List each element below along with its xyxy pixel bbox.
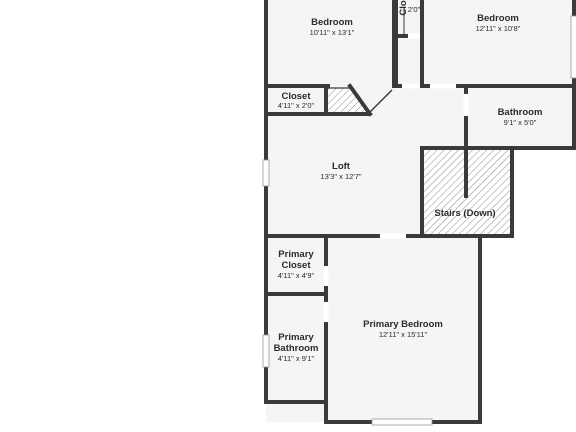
windows xyxy=(262,15,576,426)
door-openings xyxy=(323,33,469,322)
primary-suite-floor xyxy=(266,236,480,422)
loft-name: Loft xyxy=(332,161,351,172)
bedroom-right-floor xyxy=(422,0,576,86)
door-swing xyxy=(369,89,393,113)
closet-top-name: Clo xyxy=(398,0,409,16)
bedroom-left-dims: 10'11" x 13'1" xyxy=(310,28,355,37)
bathroom-floor xyxy=(466,88,576,148)
primary-bathroom-name-2: Bathroom xyxy=(274,343,319,354)
primary-bedroom-name: Primary Bedroom xyxy=(363,319,443,330)
closet-hatch xyxy=(328,88,368,112)
bedroom-right-dims: 12'11" x 10'8" xyxy=(476,24,521,33)
primary-closet-name-2: Closet xyxy=(281,260,311,271)
stairs-name: Stairs (Down) xyxy=(434,208,495,219)
primary-bedroom-dims: 12'11" x 15'11" xyxy=(379,330,428,339)
bathroom-name: Bathroom xyxy=(498,107,543,118)
primary-closet-dims: 4'11" x 4'9" xyxy=(278,271,315,280)
primary-bathroom-dims: 4'11" x 9'1" xyxy=(278,354,315,363)
hall-floor xyxy=(396,0,422,86)
window-loft xyxy=(262,159,270,187)
window-bedroom-right xyxy=(570,15,576,79)
window-primary-bath xyxy=(262,334,270,368)
closet-dims: 4'11" x 2'0" xyxy=(278,101,315,110)
room-labels: Bedroom 10'11" x 13'1" Bedroom 12'11" x … xyxy=(274,0,543,363)
bathroom-dims: 9'1" x 5'0" xyxy=(504,118,537,127)
bedroom-left-name: Bedroom xyxy=(311,17,353,28)
bedroom-right-name: Bedroom xyxy=(477,13,519,24)
loft-dims: 13'3" x 12'7" xyxy=(320,172,361,181)
primary-bathroom-name-1: Primary xyxy=(278,332,314,343)
primary-closet-name-1: Primary xyxy=(278,249,314,260)
closet-name: Closet xyxy=(281,91,311,102)
bedroom-left-floor xyxy=(266,0,394,86)
closet-top-dims: 2'0" xyxy=(408,5,421,14)
window-primary-bedroom xyxy=(371,418,433,426)
